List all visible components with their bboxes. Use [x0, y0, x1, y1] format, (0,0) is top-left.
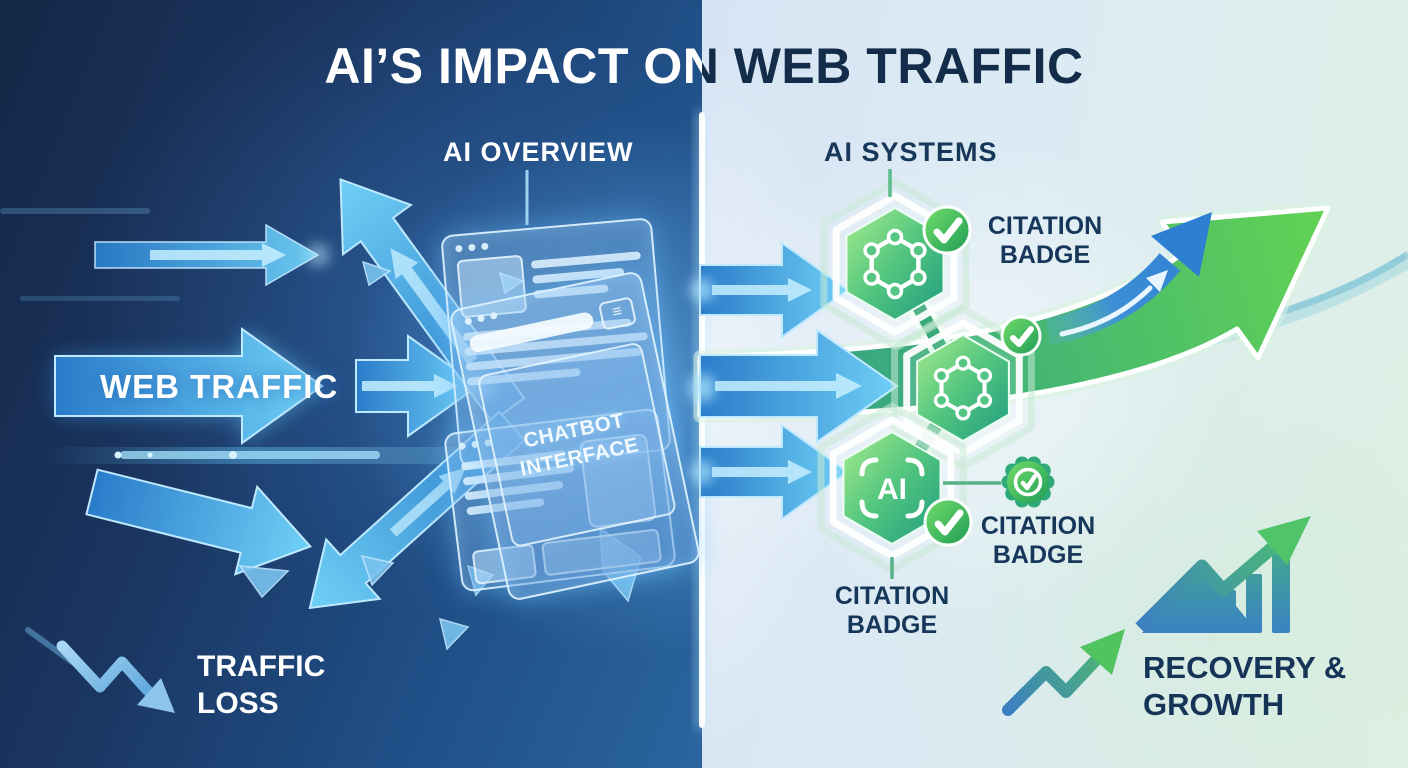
- window-dot-icon: [481, 242, 489, 251]
- rosette-badge-icon: [1001, 456, 1055, 508]
- ai-chip-icon: [859, 457, 925, 519]
- web-traffic-label: WEB TRAFFIC: [100, 368, 339, 405]
- chatbot-panel: CHATBOT INTERFACE: [476, 341, 678, 549]
- web-traffic-flow-arrows: [0, 208, 480, 576]
- streak-dot: [229, 451, 237, 459]
- up-trend-arrow-icon: [1002, 629, 1125, 716]
- arrow-highlight: [715, 373, 862, 399]
- check-badge-icon-top: [922, 205, 972, 255]
- traffic-arrow-highlight: [150, 243, 286, 267]
- bar-chart-icon: [1135, 516, 1311, 633]
- glow-dot: [690, 460, 714, 484]
- ai-systems-label: AI SYSTEMS: [824, 137, 998, 167]
- check-badge-icon-bottom: [923, 497, 973, 547]
- blue-curved-arrow: [1045, 212, 1212, 346]
- window-dot-icon: [455, 244, 463, 253]
- incoming-traffic-arrows: [699, 241, 899, 521]
- page-title: AI’S IMPACT ON WEB TRAFFIC: [324, 38, 720, 94]
- molecule-icon: [933, 355, 993, 421]
- page-title-right-half: AI’S IMPACT ON WEB TRAFFIC: [324, 38, 1084, 94]
- citation-badge-label-top: CITATION BADGE: [987, 212, 1103, 269]
- recovery-growth-label: RECOVERY & GROWTH: [1143, 650, 1347, 722]
- menu-icon[interactable]: ≡: [597, 296, 637, 331]
- window-dot-icon: [458, 442, 467, 450]
- glow-dot: [690, 278, 714, 302]
- citation-badge-label-bottom: CITATION BADGE: [834, 582, 950, 639]
- motion-streak: [0, 208, 150, 214]
- check-badge-icon-middle: [1000, 315, 1042, 357]
- arrow-highlight: [712, 278, 812, 302]
- molecule-icon: [863, 228, 927, 300]
- traffic-arrow-highlight: [362, 374, 458, 398]
- glow-dot: [306, 243, 330, 267]
- streak-dot: [147, 452, 153, 458]
- arrow-highlight: [712, 460, 812, 484]
- window-dot-icon: [464, 317, 473, 326]
- streak-dot: [114, 451, 122, 459]
- traffic-loss-label: TRAFFIC LOSS: [197, 650, 326, 720]
- glow-dot: [688, 374, 716, 402]
- ai-system-node-ai-chip: AI: [817, 402, 967, 574]
- motion-streak: [20, 296, 180, 301]
- window-dot-icon: [476, 314, 486, 323]
- window-dot-icon: [468, 243, 476, 252]
- citation-badge-label-middle: CITATION BADGE: [980, 512, 1096, 569]
- window-dot-icon: [489, 311, 498, 320]
- ai-chip-label: AI: [877, 473, 907, 506]
- chatbot-interface-label: CHATBOT INTERFACE: [518, 409, 641, 481]
- down-trend-arrow-icon: [25, 627, 175, 713]
- web-traffic-arrow: [54, 327, 324, 445]
- ai-overview-label: AI OVERVIEW: [443, 137, 634, 167]
- traffic-streak-core: [120, 451, 380, 459]
- traffic-arrow-lower: [85, 468, 313, 576]
